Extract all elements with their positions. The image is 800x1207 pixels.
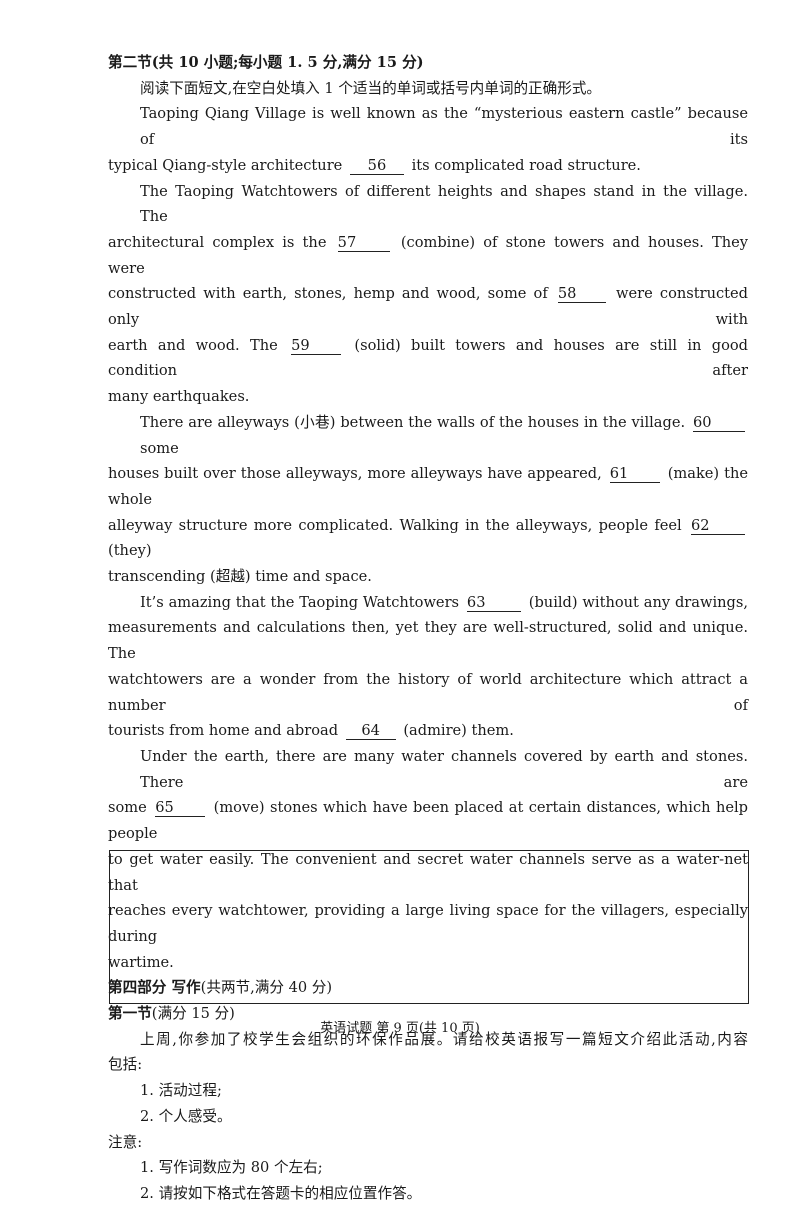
blank-56: 56 xyxy=(349,157,404,175)
exam-page: 第二节(共 10 小题;每小题 1. 5 分,满分 15 分) 阅读下面短文,在… xyxy=(108,50,748,1207)
text-segment: It’s amazing that the Taoping Watchtower… xyxy=(140,593,460,611)
text-segment: its complicated road structure. xyxy=(411,156,641,174)
text-segment: architectural complex is the xyxy=(108,233,327,251)
section1-title-bold: 第一节 xyxy=(108,1005,152,1023)
writing-prompt-line-2: 包括: xyxy=(108,1056,143,1074)
text-segment: There are alleyways (小巷) between the wal… xyxy=(140,413,686,431)
paragraph-5-line-3: to get water easily. The convenient and … xyxy=(108,850,748,894)
text-segment: tourists from home and abroad xyxy=(108,722,339,740)
blank-59: 59 xyxy=(291,337,342,355)
paragraph-3-line-1: There are alleyways (小巷) between the wal… xyxy=(108,410,748,461)
notice-item-2: 2. 请按如下格式在答题卡的相应位置作答。 xyxy=(140,1184,422,1202)
paragraph-5-line-2: some 65 (move) stones which have been pl… xyxy=(108,795,748,846)
paragraph-2-line-2: architectural complex is the 57 (combine… xyxy=(108,230,748,281)
text-segment: constructed with earth, stones, hemp and… xyxy=(108,285,548,303)
paragraph-4-line-3: watchtowers are a wonder from the histor… xyxy=(108,670,748,714)
section1-title-rest: (满分 15 分) xyxy=(151,1005,235,1023)
section-instruction: 阅读下面短文,在空白处填入 1 个适当的单词或括号内单词的正确形式。 xyxy=(140,79,602,97)
paragraph-5-line-5: wartime. xyxy=(108,953,174,971)
paragraph-3-line-2: houses built over those alleyways, more … xyxy=(108,461,748,512)
text-segment: (admire) them. xyxy=(403,722,514,740)
paragraph-5-line-4: reaches every watchtower, providing a la… xyxy=(108,902,748,945)
paragraph-2-line-4: earth and wood. The 59 (solid) built tow… xyxy=(108,333,748,384)
notice-label: 注意: xyxy=(108,1133,143,1151)
text-segment: (solid) built towers and houses are stil… xyxy=(108,336,749,380)
text-segment: earth and wood. The xyxy=(108,336,278,354)
blank-62: 62 xyxy=(691,517,745,535)
paragraph-4-line-4: tourists from home and abroad 64 (admire… xyxy=(108,718,748,744)
text-segment: (combine) of stone towers and houses. Th… xyxy=(108,233,749,277)
blank-65: 65 xyxy=(155,799,206,818)
part4-title-rest: (共两节,满分 40 分) xyxy=(200,979,333,997)
paragraph-2-line-3: constructed with earth, stones, hemp and… xyxy=(108,281,748,332)
paragraph-4-line-2: measurements and calculations then, yet … xyxy=(108,619,748,663)
text-segment: (make) the whole xyxy=(108,465,749,508)
part4-title: 第四部分 写作(共两节,满分 40 分) xyxy=(108,975,748,1001)
text-segment: typical Qiang-style architecture xyxy=(108,156,343,174)
content-item-2: 2. 个人感受。 xyxy=(140,1107,232,1125)
blank-61: 61 xyxy=(609,465,660,484)
blank-60: 60 xyxy=(693,414,746,432)
paragraph-1-line-2: typical Qiang-style architecture 56 its … xyxy=(108,153,748,179)
text-segment: (move) stones which have been placed at … xyxy=(108,799,749,843)
page-footer: 英语试题 第 9 页(共 10 页) xyxy=(320,1021,480,1036)
writing-section1-title: 第一节(满分 15 分) xyxy=(108,1001,748,1027)
text-segment: houses built over those alleyways, more … xyxy=(108,465,602,483)
section2-title: 第二节(共 10 小题;每小题 1. 5 分,满分 15 分) xyxy=(108,54,424,71)
paragraph-4-line-1: It’s amazing that the Taoping Watchtower… xyxy=(108,590,748,616)
blank-58: 58 xyxy=(557,285,606,304)
blank-64: 64 xyxy=(345,722,396,741)
text-segment: (build) without any drawings, xyxy=(528,593,748,611)
answer-box[interactable] xyxy=(109,850,749,1004)
paragraph-2-line-5: many earthquakes. xyxy=(108,388,250,406)
blank-63: 63 xyxy=(466,594,521,612)
content-item-1: 1. 活动过程; xyxy=(140,1082,222,1100)
paragraph-3-line-4: transcending (超越) time and space. xyxy=(108,568,372,586)
paragraph-1-line-1: Taoping Qiang Village is well known as t… xyxy=(140,105,748,149)
section-title: 第二节(共 10 小题;每小题 1. 5 分,满分 15 分) xyxy=(108,50,748,76)
text-segment: (they) xyxy=(108,542,152,560)
text-segment: alleyway structure more complicated. Wal… xyxy=(108,516,682,534)
writing-prompt-line-1: 上周,你参加了校学生会组织的环保作品展。请给校英语报写一篇短文介绍此活动,内容 xyxy=(140,1030,748,1048)
paragraph-2-line-1: The Taoping Watchtowers of different hei… xyxy=(140,182,748,226)
text-segment: some xyxy=(108,799,147,817)
paragraph-5-line-1: Under the earth, there are many water ch… xyxy=(140,747,748,791)
blank-57: 57 xyxy=(337,234,390,252)
paragraph-3-line-3: alleyway structure more complicated. Wal… xyxy=(108,513,748,564)
part4-title-bold: 第四部分 写作 xyxy=(108,979,201,997)
text-segment: some xyxy=(140,439,179,457)
text-segment: were constructed only with xyxy=(108,285,749,329)
notice-item-1: 1. 写作词数应为 80 个左右; xyxy=(140,1159,323,1177)
